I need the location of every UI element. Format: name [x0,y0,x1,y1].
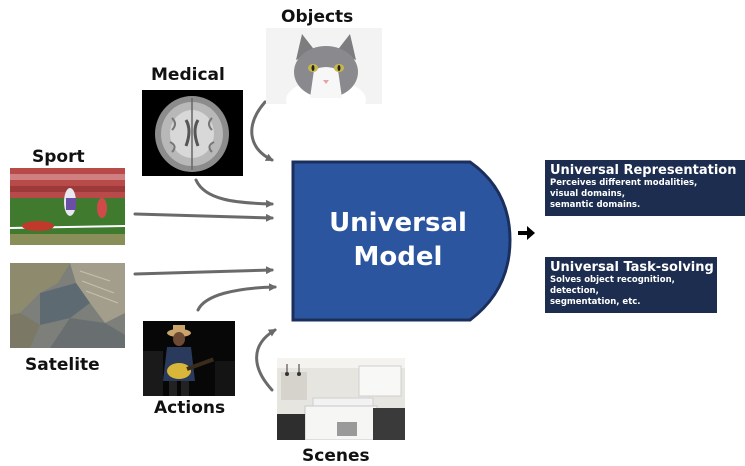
universal-representation-box: Universal Representation Perceives diffe… [545,160,745,216]
satelite-image [10,263,125,348]
arrow-right-icon [518,226,535,240]
label-actions: Actions [154,398,226,418]
arrow-satelite [133,266,274,276]
objects-image [266,28,382,104]
scenes-image [277,358,405,440]
arrow-actions [196,283,277,312]
medical-image [142,90,243,176]
representation-title: Universal Representation [550,163,737,178]
label-satelite: Satelite [25,355,100,375]
arrow-sport [133,212,274,222]
arrow-scenes [255,328,277,392]
sport-image [10,168,125,245]
universal-task-solving-box: Universal Task-solving Solves object rec… [545,257,717,313]
representation-line-2: visual domains, [550,189,625,199]
label-objects: Objects [281,7,354,27]
model-label-line1: Universal [329,208,467,238]
task-solving-title: Universal Task-solving [550,260,714,275]
actions-image [143,321,235,396]
representation-line-1: Perceives different modalities, [550,178,698,188]
arrow-objects [250,100,274,162]
label-scenes: Scenes [302,446,370,466]
universal-model-label: Universal Model [293,206,503,274]
task-solving-line-3: segmentation, etc. [550,297,641,307]
task-solving-line-1: Solves object recognition, [550,275,675,285]
label-medical: Medical [151,65,225,85]
task-solving-line-2: detection, [550,286,599,296]
universal-model-shape [291,160,512,322]
model-label-line2: Model [353,242,443,272]
representation-line-3: semantic domains. [550,200,641,210]
arrow-medical [194,178,274,208]
label-sport: Sport [32,147,85,167]
